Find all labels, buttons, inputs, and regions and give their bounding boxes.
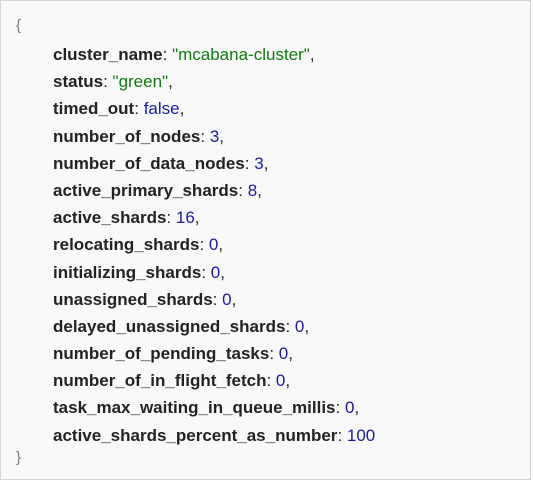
json-key: active_shards	[53, 208, 167, 228]
json-value: 0	[294, 316, 305, 336]
json-value: 16	[175, 208, 195, 228]
comma-separator: ,	[220, 262, 225, 282]
json-value: 3	[254, 153, 264, 173]
comma-separator: ,	[354, 398, 360, 418]
json-entry-status: status: "green",	[53, 72, 375, 99]
json-entry-relocating-shards: relocating_shards: 0,	[53, 235, 375, 262]
json-entry-number-of-pending-tasks: number_of_pending_tasks: 0,	[53, 344, 375, 371]
json-key: initializing_shards	[53, 262, 202, 282]
json-value: 3	[209, 126, 220, 146]
json-key: relocating_shards	[53, 235, 200, 255]
json-entry-number-of-data-nodes: number_of_data_nodes: 3,	[53, 154, 375, 181]
json-key: cluster_name	[53, 45, 163, 64]
colon-separator: :	[337, 425, 347, 445]
open-brace: {	[16, 17, 22, 34]
json-value: false	[143, 99, 180, 119]
json-entry-task-max-waiting-in-queue-millis: task_max_waiting_in_queue_millis: 0,	[53, 398, 375, 425]
comma-separator: ,	[219, 126, 225, 146]
comma-separator: ,	[285, 371, 291, 391]
json-key: status	[53, 72, 104, 92]
colon-separator: :	[212, 289, 223, 309]
json-key: unassigned_shards	[53, 289, 213, 309]
comma-separator: ,	[288, 344, 293, 364]
json-entry-active-shards: active_shards: 16,	[53, 208, 375, 235]
colon-separator: :	[285, 316, 295, 336]
json-entry-active-shards-percent-as-number: active_shards_percent_as_number: 100	[53, 426, 375, 453]
json-key: timed_out	[53, 99, 135, 119]
json-key: number_of_in_flight_fetch	[53, 371, 267, 391]
json-entry-initializing-shards: initializing_shards: 0,	[53, 263, 375, 290]
close-brace: }	[16, 449, 22, 466]
json-value: "green"	[112, 72, 169, 92]
comma-separator: ,	[218, 235, 224, 255]
json-entry-timed-out: timed_out: false,	[53, 99, 375, 126]
json-value: 0	[222, 289, 232, 309]
json-key: delayed_unassigned_shards	[53, 316, 286, 336]
json-entries: cluster_name: "mcabana-cluster",status: …	[53, 45, 375, 453]
colon-separator: :	[266, 371, 276, 391]
comma-separator: ,	[257, 180, 262, 200]
colon-separator: :	[201, 262, 211, 282]
json-value: 0	[275, 371, 286, 391]
comma-separator: ,	[263, 153, 269, 173]
colon-separator: :	[134, 99, 144, 119]
colon-separator: :	[162, 45, 173, 64]
colon-separator: :	[244, 153, 255, 173]
json-key: number_of_pending_tasks	[53, 344, 270, 364]
json-entry-active-primary-shards: active_primary_shards: 8,	[53, 181, 375, 208]
colon-separator: :	[199, 235, 209, 255]
json-value: 0	[278, 344, 289, 364]
json-key: active_shards_percent_as_number	[53, 425, 338, 445]
comma-separator: ,	[231, 289, 237, 309]
colon-separator: :	[269, 344, 279, 364]
json-key: active_primary_shards	[53, 180, 239, 200]
json-entry-cluster-name: cluster_name: "mcabana-cluster",	[53, 45, 375, 72]
comma-separator: ,	[194, 208, 200, 228]
comma-separator: ,	[168, 72, 173, 92]
json-value: 0	[210, 262, 221, 282]
json-value: "mcabana-cluster"	[172, 45, 310, 64]
json-key: task_max_waiting_in_queue_millis	[53, 398, 336, 418]
colon-separator: :	[238, 180, 248, 200]
comma-separator: ,	[309, 45, 315, 64]
json-value: 0	[208, 235, 219, 255]
json-value: 8	[247, 180, 258, 200]
comma-separator: ,	[179, 99, 185, 119]
json-key: number_of_data_nodes	[53, 153, 245, 173]
json-key: number_of_nodes	[53, 126, 201, 146]
json-entry-number-of-in-flight-fetch: number_of_in_flight_fetch: 0,	[53, 371, 375, 398]
json-entry-unassigned-shards: unassigned_shards: 0,	[53, 290, 375, 317]
comma-separator: ,	[304, 316, 310, 336]
json-value: 0	[344, 398, 355, 418]
colon-separator: :	[103, 72, 113, 92]
json-entry-number-of-nodes: number_of_nodes: 3,	[53, 127, 375, 154]
colon-separator: :	[335, 398, 345, 418]
colon-separator: :	[166, 208, 176, 228]
colon-separator: :	[200, 126, 210, 146]
json-entry-delayed-unassigned-shards: delayed_unassigned_shards: 0,	[53, 317, 375, 344]
json-value: 100	[346, 425, 376, 445]
